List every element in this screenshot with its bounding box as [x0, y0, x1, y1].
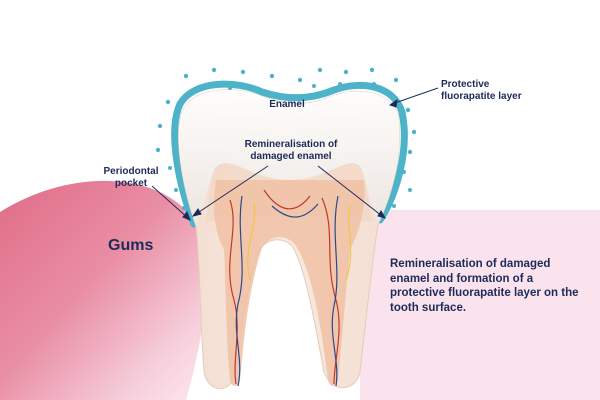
- periodontal-pocket-label: Periodontal pocket: [103, 166, 159, 189]
- fluoride-particles: [155, 67, 417, 210]
- gum-left-area: [0, 180, 207, 400]
- enamel-label: Enamel: [269, 99, 305, 110]
- leader-lines: [151, 87, 439, 221]
- enamel-layer: [178, 89, 400, 227]
- gum-right-area: [360, 210, 600, 400]
- fluorapatite-layer: [171, 80, 408, 228]
- remineralisation-label: Remineralisation of damaged enamel: [244, 139, 338, 162]
- description-text: Remineralisation of damaged enamel and f…: [390, 258, 579, 314]
- protective-layer-label: Protective fluorapatite layer: [441, 79, 522, 102]
- nerves-and-vessels: [229, 189, 352, 387]
- gums-label: Gums: [108, 237, 154, 254]
